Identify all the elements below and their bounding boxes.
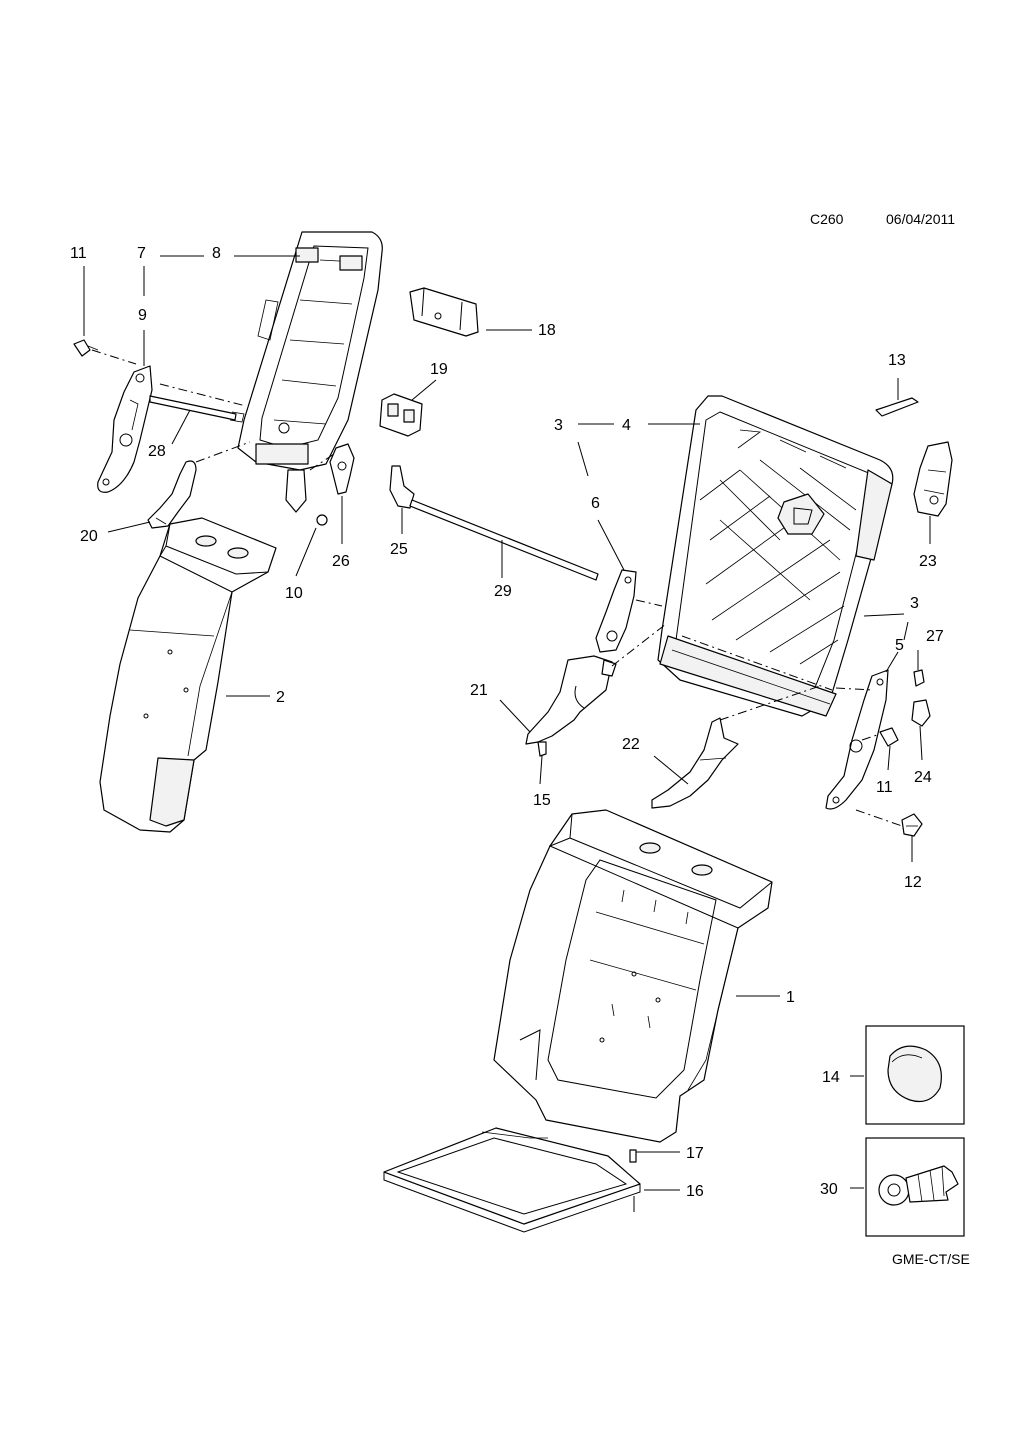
callout-7: 7 [137,245,146,262]
callout-5: 5 [895,637,904,654]
part-8-narrow-backrest-frame [237,231,383,471]
part-15-screw [537,741,547,757]
callout-20: 20 [80,528,98,545]
part-20-lower-trim [147,460,197,529]
callout-17: 17 [686,1145,704,1162]
callout-3-upper: 3 [554,417,563,434]
part-29-long-rod [409,499,599,581]
callout-22: 22 [622,736,640,753]
diagram-date: 06/04/2011 [886,211,955,227]
callout-26: 26 [332,553,350,570]
callout-28: 28 [148,443,166,460]
part-6-hinge-bracket [595,569,637,653]
part-22-lower-trim [651,717,739,809]
part-19-clip [379,393,423,437]
callout-24: 24 [914,769,932,786]
part-27-clip [913,669,925,687]
part-16-seat-board [383,1127,641,1233]
part-18-bracket [409,287,479,337]
callout-23: 23 [919,553,937,570]
callout-11-right: 11 [876,779,893,796]
callout-11-left: 11 [70,245,87,262]
part-10-screw [285,469,328,526]
part-21-lower-trim [525,655,617,745]
part-13-strip [875,397,919,417]
assembly-centerlines [91,349,903,827]
callout-2: 2 [276,689,285,706]
callout-4: 4 [622,417,631,434]
callout-labels: 11 7 8 9 18 19 28 20 10 26 25 29 2 3 4 6… [70,245,944,1200]
leader-lines [83,255,931,1212]
part-11-bolt-left [73,339,99,357]
callout-25: 25 [390,541,408,558]
callout-15: 15 [533,792,551,809]
part-5-hinge-bracket [825,669,889,810]
part-11-bolt-right [879,727,899,747]
callout-16: 16 [686,1183,704,1200]
callout-10: 10 [285,585,303,602]
callout-19: 19 [430,361,448,378]
part-2-left-cushion [99,517,277,833]
callout-29: 29 [494,583,512,600]
inset-part-30 [865,1137,965,1237]
part-4-wide-backrest-frame [657,395,894,717]
callout-21: 21 [470,682,488,699]
part-12-bolt [901,813,923,837]
inset-part-14 [865,1025,965,1125]
callout-6: 6 [591,495,600,512]
callout-27: 27 [926,628,944,645]
part-25-lever [389,465,415,509]
diagram-code: C260 [810,211,844,227]
callout-9: 9 [138,307,147,324]
callout-14: 14 [822,1069,840,1086]
callout-13: 13 [888,352,906,369]
callout-1: 1 [786,989,795,1006]
part-23-side-latch [913,441,953,517]
callout-8: 8 [212,245,221,262]
part-24-latch [911,699,931,727]
callout-18: 18 [538,322,556,339]
part-1-seat-cushion [493,809,773,1143]
callout-3-lower: 3 [910,595,919,612]
part-9-left-hinge-bracket [97,365,153,493]
footer-credit: GME-CT/SE [892,1251,970,1267]
callout-30: 30 [820,1181,838,1198]
part-26-lever-clip [329,443,355,495]
callout-12: 12 [904,874,922,891]
part-28-rod [149,395,245,423]
part-17-screw [629,1149,637,1163]
